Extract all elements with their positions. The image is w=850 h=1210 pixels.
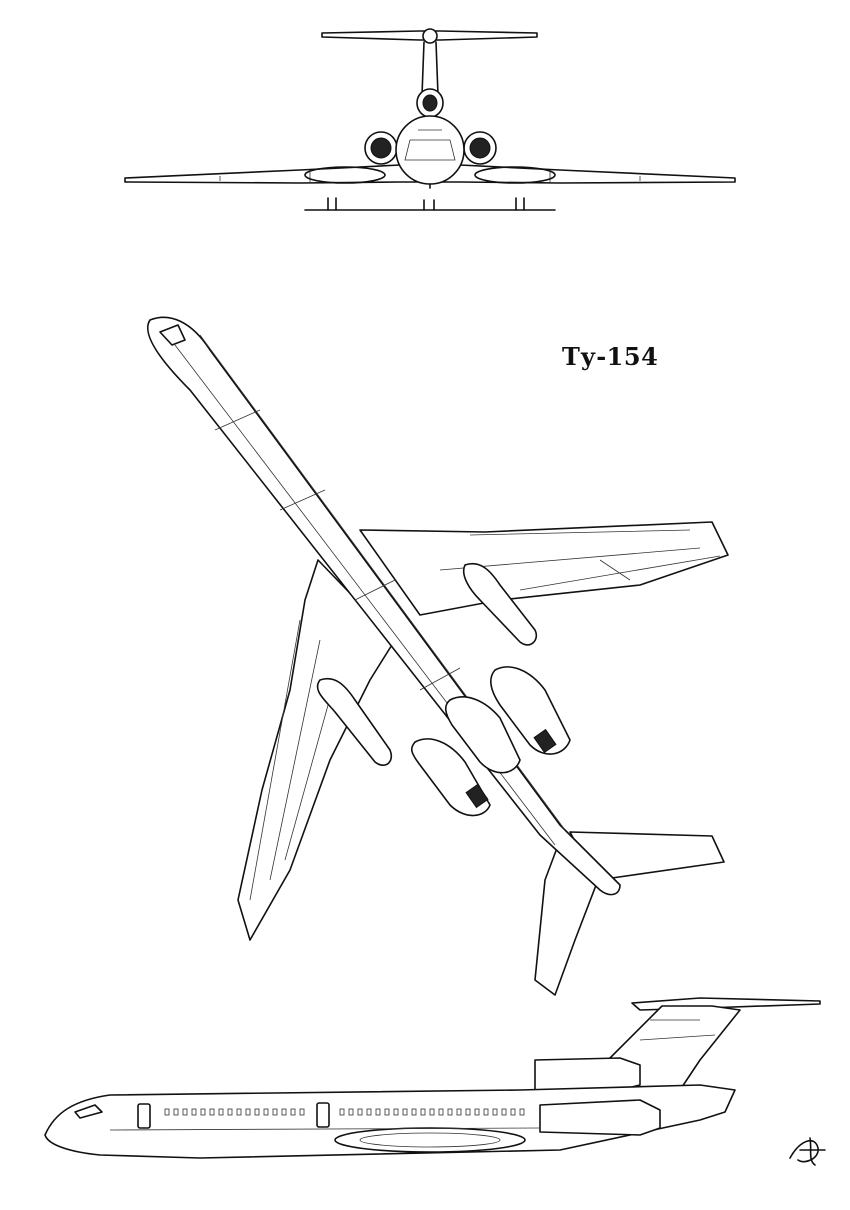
plan-view	[147, 316, 729, 996]
window	[456, 1108, 462, 1116]
window	[411, 1108, 417, 1116]
window-row	[164, 1108, 525, 1116]
window	[429, 1108, 435, 1116]
front-view	[124, 28, 736, 211]
window	[191, 1108, 197, 1116]
window	[519, 1108, 525, 1116]
signature	[789, 1137, 826, 1166]
window	[393, 1108, 399, 1116]
window	[209, 1108, 215, 1116]
window	[402, 1108, 408, 1116]
window	[366, 1108, 372, 1116]
window	[474, 1108, 480, 1116]
window	[164, 1108, 170, 1116]
window	[281, 1108, 287, 1116]
window	[182, 1108, 188, 1116]
window	[218, 1108, 224, 1116]
window	[492, 1108, 498, 1116]
window	[465, 1108, 471, 1116]
window	[200, 1108, 206, 1116]
aircraft-title: Ту-154	[562, 342, 659, 371]
window	[299, 1108, 305, 1116]
window	[348, 1108, 354, 1116]
window	[227, 1108, 233, 1116]
window	[510, 1108, 516, 1116]
window	[357, 1108, 363, 1116]
window	[272, 1108, 278, 1116]
window	[236, 1108, 242, 1116]
side-view	[44, 997, 821, 1159]
window	[290, 1108, 296, 1116]
window	[375, 1108, 381, 1116]
window	[173, 1108, 179, 1116]
window	[447, 1108, 453, 1116]
window	[384, 1108, 390, 1116]
window	[263, 1108, 269, 1116]
window	[339, 1108, 345, 1116]
window	[245, 1108, 251, 1116]
window	[501, 1108, 507, 1116]
window	[438, 1108, 444, 1116]
window	[483, 1108, 489, 1116]
window	[254, 1108, 260, 1116]
window	[420, 1108, 426, 1116]
